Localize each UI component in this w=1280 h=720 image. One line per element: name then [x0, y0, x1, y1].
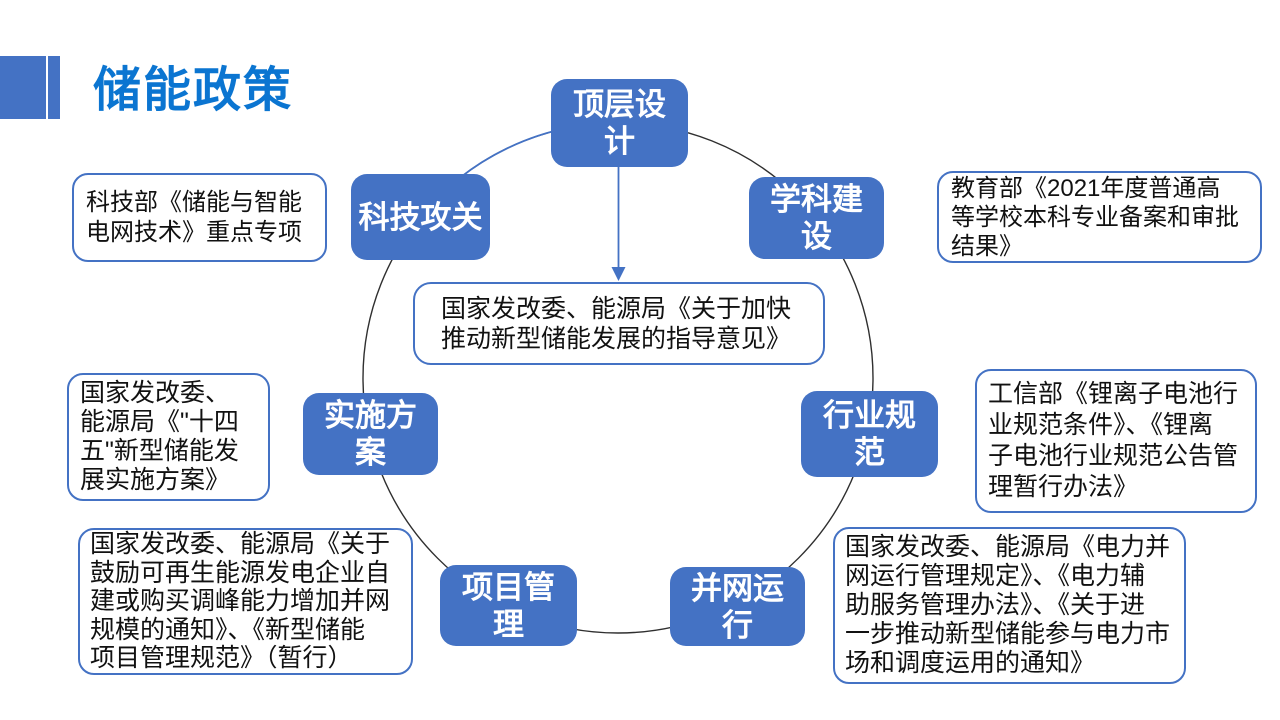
- callout-14th-five-year-plan: 国家发改委、 能源局《"十四 五"新型储能发 展实施方案》: [67, 373, 270, 501]
- page-title: 储能政策: [93, 64, 294, 117]
- callout-peak-shaving-notice: 国家发改委、能源局《关于 鼓励可再生能源发电企业自 建或购买调峰能力增加并网 规…: [78, 528, 413, 675]
- title-accent-bar: [48, 56, 60, 119]
- callout-grid-regulations: 国家发改委、能源局《电力并 网运行管理规定》、《电力辅 助服务管理办法》、《关于…: [833, 527, 1186, 684]
- node-project-management: 项目管 理: [440, 565, 577, 646]
- callout-center-guidance: 国家发改委、能源局《关于加快 推动新型储能发展的指导意见》: [413, 282, 825, 365]
- down-arrow-head: [611, 267, 626, 281]
- callout-most-special-project: 科技部《储能与智能 电网技术》重点专项: [72, 173, 327, 262]
- node-grid-operation: 并网运 行: [670, 567, 805, 646]
- callout-miit-battery-rules: 工信部《锂离子电池行 业规范条件》、《锂离 子电池行业规范公告管 理暂行办法》: [975, 369, 1257, 513]
- node-industry-standards: 行业规 范: [801, 391, 938, 477]
- node-tech-research: 科技攻关: [351, 174, 490, 260]
- title-accent-square: [0, 56, 46, 119]
- node-top-level-design: 顶层设 计: [551, 79, 688, 167]
- callout-moe-majors: 教育部《2021年度普通高 等学校本科专业备案和审批 结果》: [937, 171, 1262, 263]
- node-implementation-plan: 实施方 案: [303, 393, 438, 475]
- node-discipline-construction: 学科建 设: [749, 177, 884, 259]
